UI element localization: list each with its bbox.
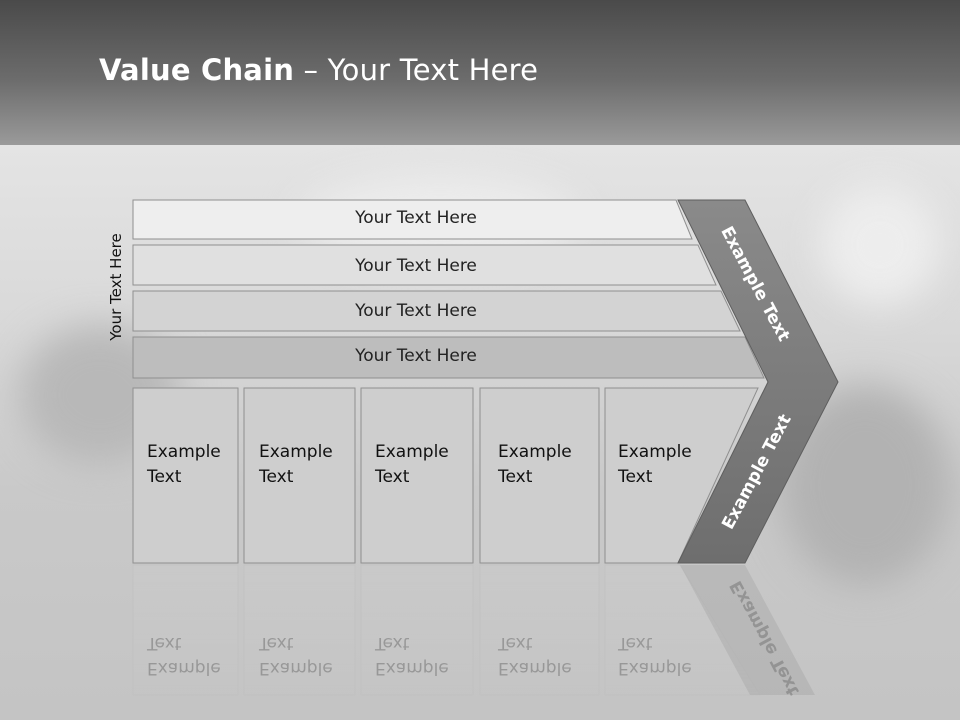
columns-reflection	[132, 564, 815, 696]
column-reflection-2: Example Text	[259, 630, 359, 680]
column-reflection-3: Example Text	[375, 630, 475, 680]
column-reflection-1-line2: Text	[147, 633, 182, 653]
column-label-5-line1: Example	[618, 442, 692, 462]
column-reflection-5-line2: Text	[618, 633, 653, 653]
row-bar-2	[132, 244, 717, 286]
column-label-4: Example Text	[498, 440, 598, 490]
column-reflection-3-line2: Text	[375, 633, 410, 653]
column-label-2-line1: Example	[259, 442, 333, 462]
column-label-4-line1: Example	[498, 442, 572, 462]
column-label-2-line2: Text	[259, 467, 294, 487]
column-box-3	[360, 387, 474, 564]
column-reflection-5: Example Text	[618, 630, 718, 680]
column-label-1-line1: Example	[147, 442, 221, 462]
column-reflection-4-line2: Text	[498, 633, 533, 653]
column-label-3-line1: Example	[375, 442, 449, 462]
row-bar-1	[132, 199, 693, 240]
header-bar	[0, 0, 960, 145]
column-box-4	[479, 387, 600, 564]
column-label-2: Example Text	[259, 440, 359, 490]
column-reflection-3-line1: Example	[375, 658, 449, 678]
column-box-1	[132, 387, 239, 564]
row-bar-4	[132, 336, 765, 379]
column-label-5-line2: Text	[618, 467, 653, 487]
title-bold: Value Chain	[99, 53, 295, 87]
column-label-4-line2: Text	[498, 467, 533, 487]
column-box-2	[243, 387, 356, 564]
column-label-3-line2: Text	[375, 467, 410, 487]
row-label-2: Your Text Here	[355, 256, 477, 276]
column-reflection-1-line1: Example	[147, 658, 221, 678]
row-bar-3	[132, 290, 741, 332]
chevron-arrow	[677, 199, 839, 564]
column-reflection-4-line1: Example	[498, 658, 572, 678]
title-rest: – Your Text Here	[294, 53, 539, 87]
column-reflection-2-line2: Text	[259, 633, 294, 653]
column-reflection-5-line1: Example	[618, 658, 692, 678]
side-label: Your Text Here	[107, 233, 125, 341]
column-label-1-line2: Text	[147, 467, 182, 487]
column-reflection-1: Example Text	[147, 630, 247, 680]
column-reflection-2-line1: Example	[259, 658, 333, 678]
column-label-3: Example Text	[375, 440, 475, 490]
row-label-3: Your Text Here	[355, 301, 477, 321]
column-reflection-4: Example Text	[498, 630, 598, 680]
row-label-1: Your Text Here	[355, 208, 477, 228]
row-label-4: Your Text Here	[355, 346, 477, 366]
column-label-1: Example Text	[147, 440, 247, 490]
slide-title: Value Chain – Your Text Here	[99, 53, 538, 87]
column-label-5: Example Text	[618, 440, 718, 490]
